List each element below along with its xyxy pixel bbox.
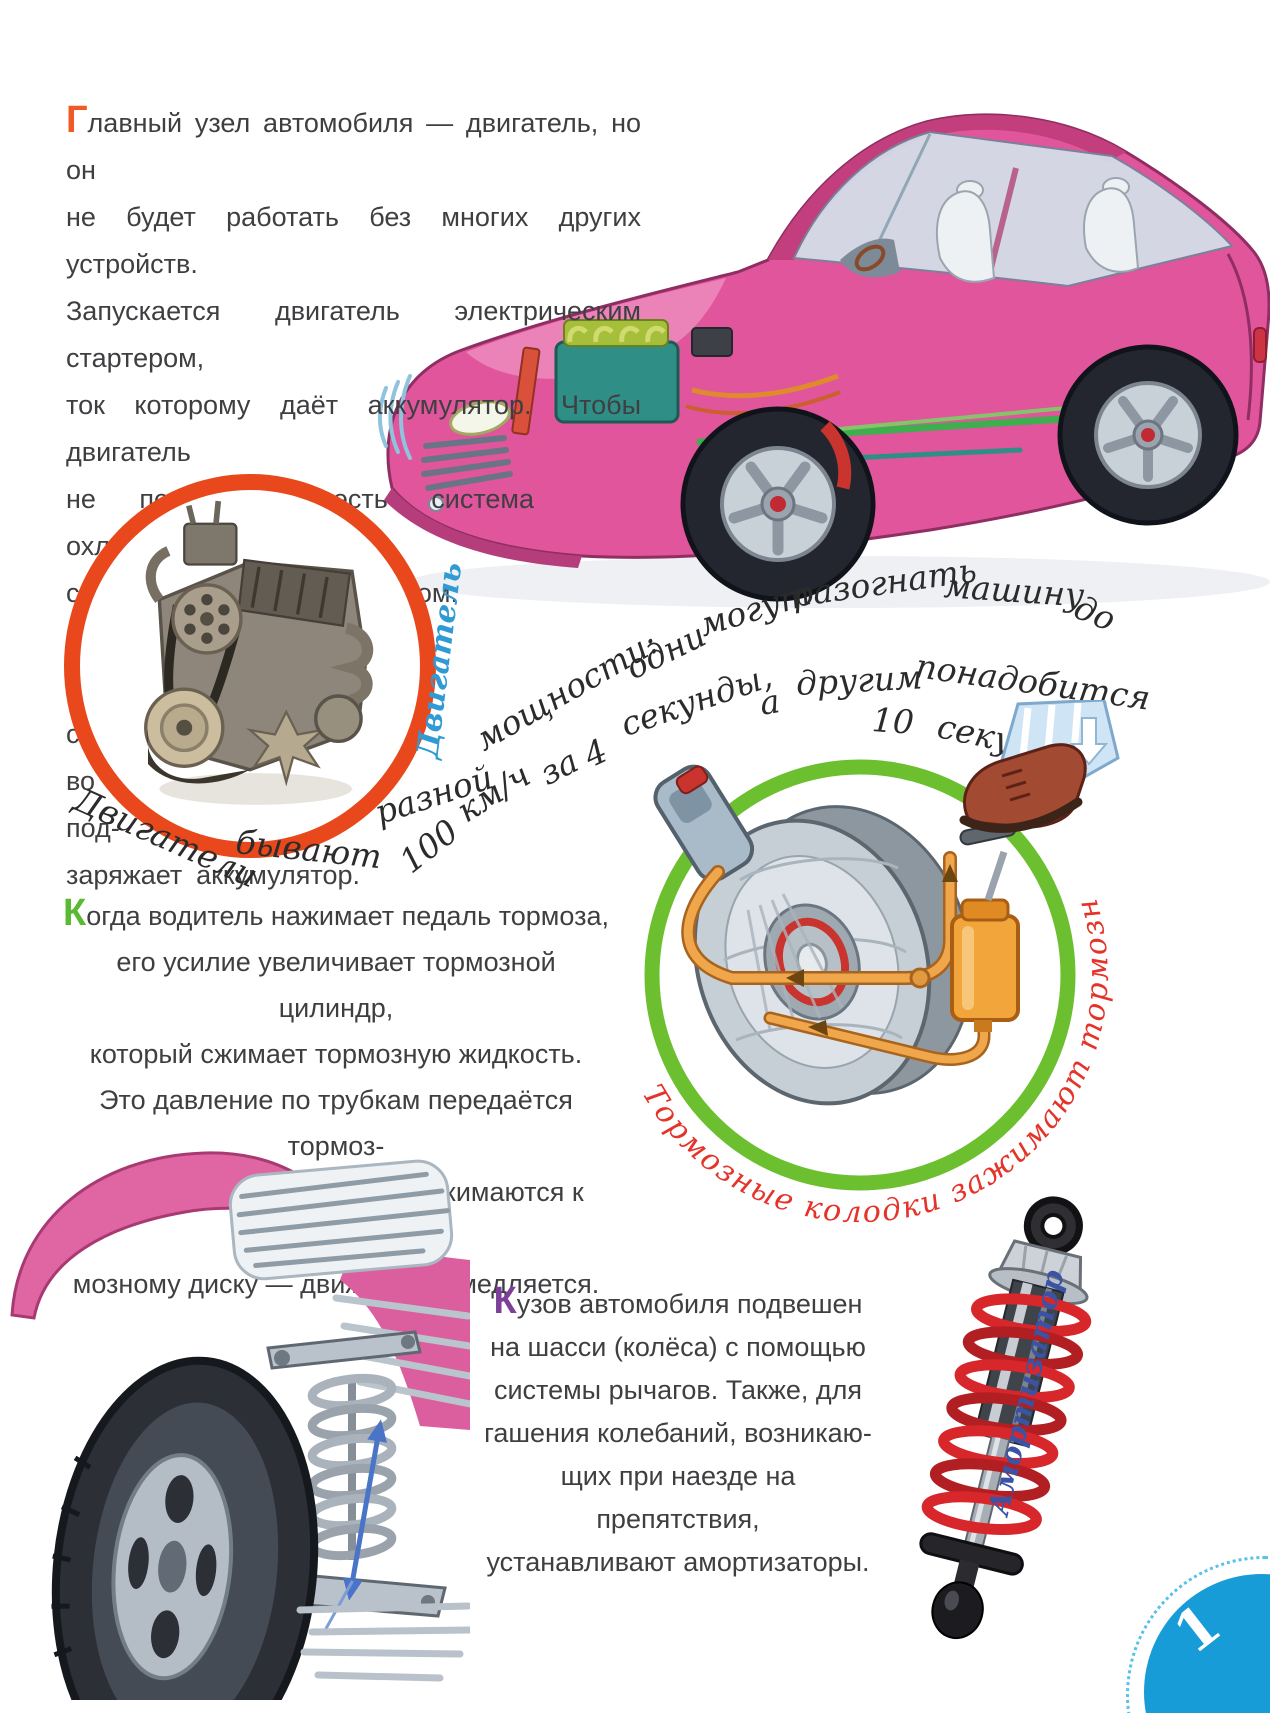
text-line: гашения колебаний, возникаю- xyxy=(484,1418,872,1448)
brake-circle-illustration xyxy=(644,700,1120,1191)
text-line: заряжает аккумулятор. xyxy=(66,860,360,890)
drop-cap: К xyxy=(493,1280,517,1322)
brake-caption-arc: Тормозные колодки зажимают тормозной дис… xyxy=(600,730,1116,1230)
text-line: Главный узел автомобиля — двигатель, но … xyxy=(66,99,641,185)
text-line: системы рычагов. Также, для xyxy=(493,1375,863,1405)
drop-cap: Г xyxy=(66,99,88,141)
suspension-illustration xyxy=(10,1151,470,1700)
rear-wheel xyxy=(1057,344,1239,526)
text-line: на шасси (колёса) с помощью xyxy=(490,1332,866,1362)
svg-text:Тормозные колодки зажимают тор: Тормозные колодки зажимают тормозной дис… xyxy=(600,730,1116,1230)
tire xyxy=(51,1356,319,1700)
handwritten-word: другим xyxy=(794,657,924,703)
text-line: Когда водитель нажимает педаль тормоза, xyxy=(63,892,609,934)
suspension-paragraph: Кузов автомобиля подвешен на шасси (колё… xyxy=(480,1282,876,1584)
text-line: Кузов автомобиля подвешен xyxy=(493,1280,863,1322)
text-line: Запускается двигатель электрическим стар… xyxy=(66,296,641,373)
foot-on-pedal xyxy=(959,700,1120,846)
brake-caliper xyxy=(653,764,755,882)
shock-absorber-illustration xyxy=(919,1196,1092,1640)
car-cutaway-illustration xyxy=(378,113,1270,608)
text-line: который сжимает тормозную жидкость. xyxy=(89,1039,583,1069)
text-line: устанавливают амортизаторы. xyxy=(486,1547,870,1577)
text-line: щих при наезде на препятствия, xyxy=(560,1461,796,1534)
text-line: не будет работать без многих других устр… xyxy=(66,202,641,279)
text-line: его усилие увеличивает тормозной цилиндр… xyxy=(116,947,556,1023)
front-wheel xyxy=(680,406,876,602)
text-line: Это давление по трубкам передаётся тормо… xyxy=(99,1085,573,1161)
engine-photo xyxy=(144,500,374,805)
brake-caption-text: Тормозные колодки зажимают тормозной дис… xyxy=(600,730,1114,1230)
text-line: ток которому даёт аккумулятор. Чтобы дви… xyxy=(66,390,641,467)
drop-cap: К xyxy=(63,892,87,934)
motion-lines xyxy=(378,374,412,460)
